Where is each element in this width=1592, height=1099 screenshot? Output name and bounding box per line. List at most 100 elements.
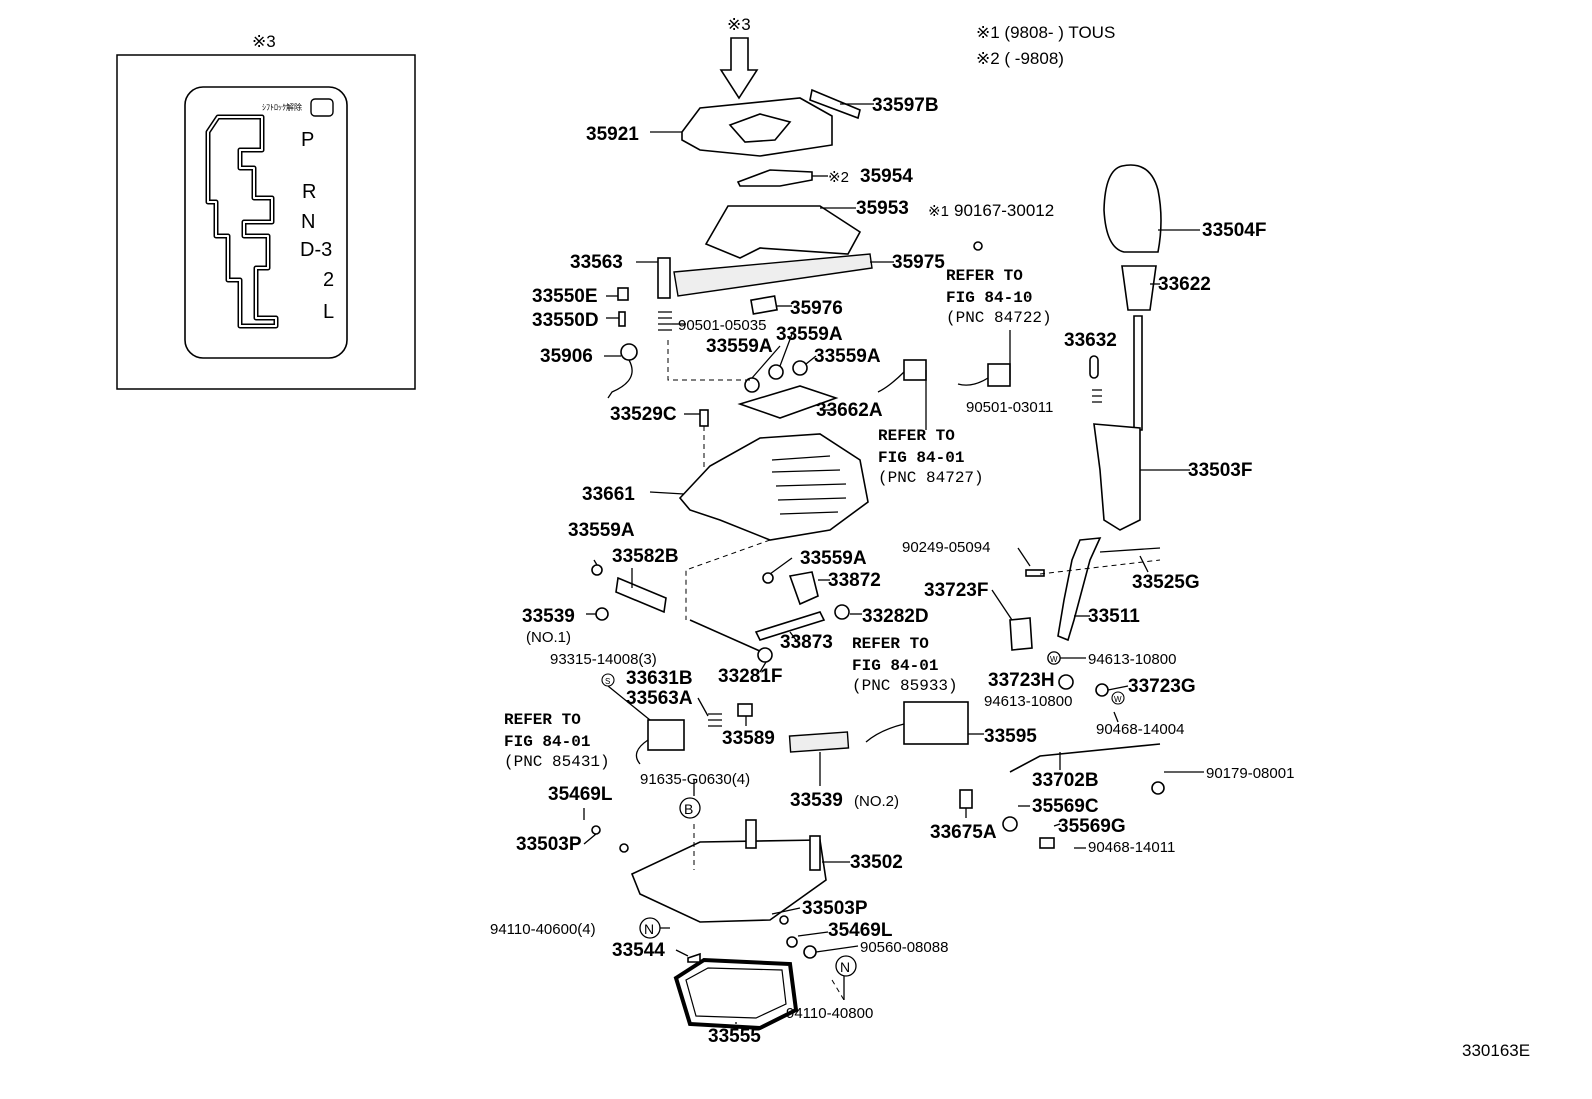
part-label-33559A-2: 33559A xyxy=(706,336,773,357)
part-label-33504F: 33504F xyxy=(1202,220,1266,241)
legend-note-1: ※1 (9808- ) TOUS xyxy=(976,23,1115,42)
plate-35954-drawing xyxy=(736,169,813,187)
refer-fig-84-10: REFER TO FIG 84-10 (PNC 84722) xyxy=(946,267,1052,327)
housing-33661-drawing xyxy=(678,433,869,541)
gate-label-r: R xyxy=(302,181,316,203)
trim-33555-drawing xyxy=(673,957,799,1031)
svg-text:S: S xyxy=(605,677,610,686)
inset-title: ※3 xyxy=(252,32,276,51)
part-label-94613-10800-b: 94613-10800 xyxy=(984,693,1072,710)
svg-text:REFER TO: REFER TO xyxy=(504,711,581,729)
lever-33503F-drawing xyxy=(1093,423,1141,531)
part-label-35953: 35953 xyxy=(856,198,909,219)
part-label-35469L-2: 35469L xyxy=(828,920,893,941)
shift-lock-release-button xyxy=(310,98,334,117)
part-label-33539-2: 33539 xyxy=(790,790,843,811)
svg-text:FIG 84-10: FIG 84-10 xyxy=(946,289,1032,307)
inset-frame xyxy=(116,54,416,390)
part-label-94613-10800-a: 94613-10800 xyxy=(1088,651,1176,668)
part-label-35975: 35975 xyxy=(892,252,945,273)
svg-text:B: B xyxy=(684,801,693,817)
shift-knob-33504F-drawing xyxy=(1103,164,1162,253)
part-note-90167: ※1 xyxy=(928,203,949,220)
part-label-33582B: 33582B xyxy=(612,546,679,567)
part-label-33723H: 33723H xyxy=(988,670,1055,691)
part-label-90167-30012: 90167-30012 xyxy=(954,201,1054,220)
part-label-90179-08001: 90179-08001 xyxy=(1206,765,1294,782)
part-label-33662A: 33662A xyxy=(816,400,883,421)
part-label-33555: 33555 xyxy=(708,1026,761,1047)
part-label-35906: 35906 xyxy=(540,346,593,367)
view-arrow-label: ※3 xyxy=(727,15,751,34)
part-label-35921: 35921 xyxy=(586,124,639,145)
svg-text:REFER TO: REFER TO xyxy=(852,635,929,653)
plate-33662A-drawing xyxy=(737,385,839,419)
computer-33595-drawing xyxy=(903,701,969,745)
plate-35976-drawing xyxy=(750,295,778,315)
marker-w-1: W xyxy=(1047,651,1061,665)
part-label-33597B: 33597B xyxy=(872,95,939,116)
part-label-33873: 33873 xyxy=(780,632,833,653)
part-label-33675A: 33675A xyxy=(930,822,997,843)
refer-fig-84-01-pnc-84727: REFER TO FIG 84-01 (PNC 84727) xyxy=(878,427,984,487)
part-label-94110-40600: 94110-40600(4) xyxy=(490,921,596,938)
svg-text:(PNC 85933): (PNC 85933) xyxy=(852,677,958,695)
marker-n-1: N xyxy=(639,917,661,939)
part-label-35976: 35976 xyxy=(790,298,843,319)
svg-text:(PNC 84722): (PNC 84722) xyxy=(946,309,1052,327)
indicator-35953-drawing xyxy=(704,205,862,259)
legend-note-2: ※2 ( -9808) xyxy=(976,49,1064,68)
view-arrow: ※3 xyxy=(719,15,759,100)
part-label-33589: 33589 xyxy=(722,728,775,749)
svg-text:(PNC 84727): (PNC 84727) xyxy=(878,469,984,487)
part-label-33503P-1: 33503P xyxy=(516,834,582,855)
gate-label-2: 2 xyxy=(323,269,334,291)
part-note-33539-1: (NO.1) xyxy=(526,629,571,646)
part-label-33661: 33661 xyxy=(582,484,635,505)
part-label-33595: 33595 xyxy=(984,726,1037,747)
part-label-33503P-2: 33503P xyxy=(802,898,868,919)
part-label-91635-g0630: 91635-G0630(4) xyxy=(640,771,750,788)
svg-text:REFER TO: REFER TO xyxy=(946,267,1023,285)
part-label-90249-05094: 90249-05094 xyxy=(902,539,990,556)
gate-label-p: P xyxy=(301,129,314,151)
svg-text:REFER TO: REFER TO xyxy=(878,427,955,445)
part-label-33563A: 33563A xyxy=(626,688,693,709)
part-label-33544: 33544 xyxy=(612,940,665,961)
part-label-90501-03011: 90501-03011 xyxy=(966,399,1053,416)
svg-text:FIG 84-01: FIG 84-01 xyxy=(852,657,938,675)
gate-label-n: N xyxy=(301,211,315,233)
gate-label-l: L xyxy=(323,301,334,323)
part-label-35954: 35954 xyxy=(860,166,913,187)
part-label-33632: 33632 xyxy=(1064,330,1117,351)
boot-33622-drawing xyxy=(1121,265,1157,311)
part-label-94110-40800: 94110-40800 xyxy=(786,1005,873,1022)
svg-text:(PNC 85431): (PNC 85431) xyxy=(504,753,610,771)
svg-text:N: N xyxy=(840,959,850,975)
part-label-33550E: 33550E xyxy=(532,286,598,307)
shift-gate-plate xyxy=(184,86,348,359)
marker-n-2: N xyxy=(835,955,857,977)
part-label-33559A-1: 33559A xyxy=(776,324,843,345)
base-33502-drawing xyxy=(630,839,827,923)
down-arrow-icon xyxy=(719,37,759,100)
part-label-33563: 33563 xyxy=(570,252,623,273)
part-label-33529C: 33529C xyxy=(610,404,677,425)
shaft-33582B-drawing xyxy=(615,576,667,614)
part-label-33502: 33502 xyxy=(850,852,903,873)
svg-text:FIG 84-01: FIG 84-01 xyxy=(504,733,590,751)
svg-text:FIG 84-01: FIG 84-01 xyxy=(878,449,964,467)
lever-33511-drawing xyxy=(1057,537,1102,642)
part-label-33702B: 33702B xyxy=(1032,770,1099,791)
part-label-35569G: 35569G xyxy=(1058,816,1126,837)
shift-lock-release-label: ｼﾌﾄﾛｯｸ解除 xyxy=(262,102,302,112)
refer-fig-84-01-pnc-85933: REFER TO FIG 84-01 (PNC 85933) xyxy=(852,635,958,695)
marker-s: S xyxy=(601,673,615,687)
part-label-33282D: 33282D xyxy=(862,606,929,627)
catalog-code: 330163E xyxy=(1462,1041,1530,1060)
pin-33563-drawing xyxy=(657,257,671,299)
part-note-33539-2: (NO.2) xyxy=(854,793,899,810)
part-label-33723F: 33723F xyxy=(924,580,988,601)
part-label-33723G: 33723G xyxy=(1128,676,1196,697)
